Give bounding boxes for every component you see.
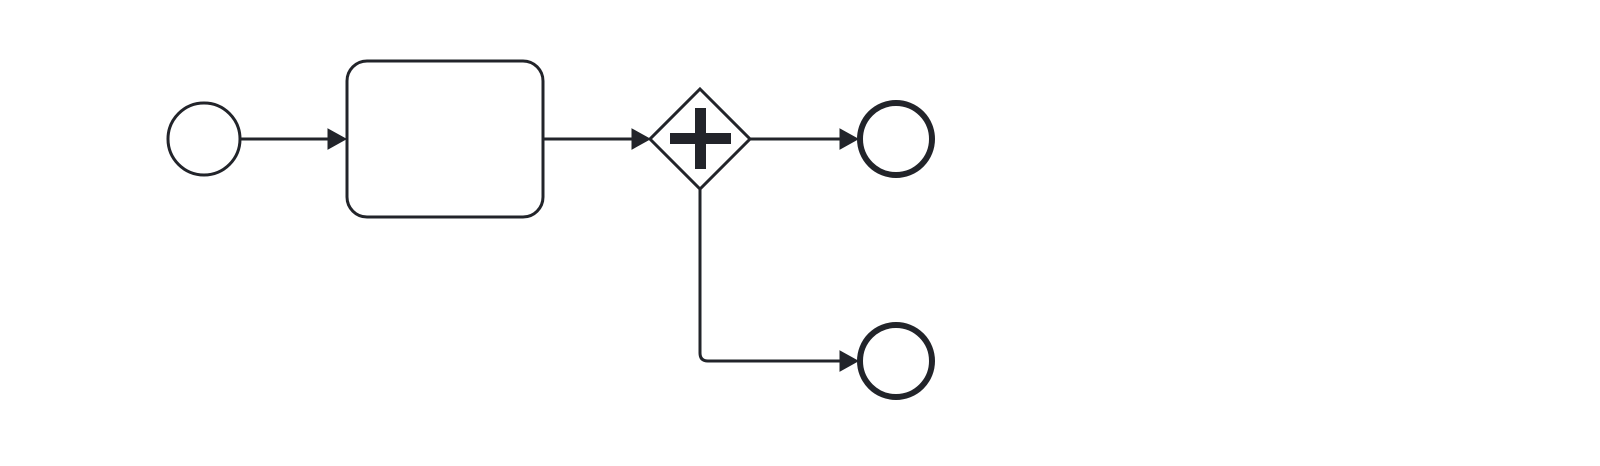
sequence-flow-gateway-to-end-2[interactable] <box>698 188 860 372</box>
arrowhead-icon <box>327 128 348 150</box>
end-event-circle <box>857 100 935 178</box>
plus-icon <box>670 108 731 169</box>
sequence-flow-task-to-gateway[interactable] <box>544 128 652 150</box>
arrowhead-icon <box>631 128 652 150</box>
end-event-2[interactable] <box>857 322 935 400</box>
start-event-circle <box>166 101 242 177</box>
end-event-1[interactable] <box>857 100 935 178</box>
parallel-gateway[interactable] <box>647 86 753 192</box>
start-event[interactable] <box>166 101 242 177</box>
end-event-circle <box>857 322 935 400</box>
task-rect <box>345 59 545 219</box>
arrowhead-icon <box>839 128 860 150</box>
arrowhead-icon <box>839 350 860 372</box>
sequence-flow-gateway-to-end-1[interactable] <box>749 128 860 150</box>
sequence-flow-start-to-task[interactable] <box>241 128 348 150</box>
task[interactable] <box>345 59 545 219</box>
flow-line <box>698 188 842 363</box>
